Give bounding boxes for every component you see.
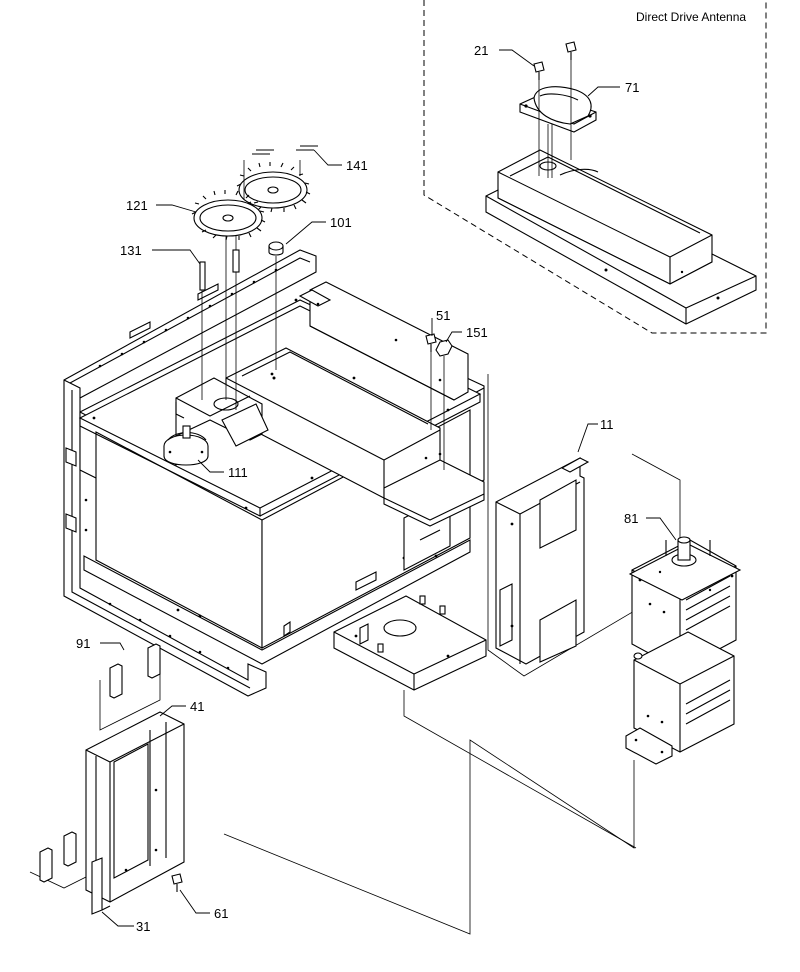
- inset-direct-drive-antenna: Direct Drive Antenna: [423, 0, 767, 334]
- waveguide-channel: [225, 347, 485, 527]
- callouts: 21 71 141 121 101 131 51 151 11 111 81 9…: [76, 43, 677, 934]
- pin-131: [199, 261, 206, 400]
- nut-151: [435, 339, 453, 470]
- pads-91: [99, 643, 161, 731]
- label-61: 61: [214, 906, 228, 921]
- label-41: 41: [190, 699, 204, 714]
- label-101: 101: [330, 215, 352, 230]
- antenna-housing: [485, 149, 757, 325]
- magnetron-81-top: [628, 536, 742, 671]
- magnetron-81-bottom: [625, 631, 735, 765]
- frame-31: [91, 857, 111, 915]
- label-21: 21: [474, 43, 488, 58]
- label-141: 141: [346, 158, 368, 173]
- label-91: 91: [76, 636, 90, 651]
- screw-upper: [565, 41, 577, 160]
- label-131: 131: [120, 243, 142, 258]
- label-111: 111: [228, 465, 248, 480]
- screw-21: [533, 61, 545, 176]
- hinge-bottom: [65, 513, 77, 533]
- label-51: 51: [436, 308, 450, 323]
- label-71: 71: [625, 80, 639, 95]
- bottom-plate: [333, 595, 637, 849]
- top-bracket-plate: [298, 281, 469, 401]
- assembly-link-line: [223, 739, 635, 935]
- label-151: 151: [466, 325, 488, 340]
- door-choke-41: [85, 711, 185, 903]
- gear-121: [191, 190, 266, 241]
- hinge-top: [65, 447, 77, 467]
- label-121: 121: [126, 198, 148, 213]
- antenna-motor-71: [519, 86, 597, 178]
- inset-border: [423, 0, 767, 334]
- label-11: 11: [600, 417, 614, 432]
- stirrer-motor-111: [163, 425, 209, 466]
- label-81: 81: [624, 511, 638, 526]
- label-31: 31: [136, 919, 150, 934]
- front-frame: [63, 249, 317, 697]
- gear-141: [236, 162, 311, 213]
- waveguide-11: [487, 374, 681, 677]
- stirrer-bracket: [175, 377, 269, 447]
- pads-lower: [29, 831, 101, 889]
- bushing-101: [268, 241, 284, 380]
- gear-spindles: [225, 145, 318, 410]
- screw-61: [171, 873, 183, 892]
- screw-51: [425, 333, 437, 430]
- inset-title: Direct Drive Antenna: [636, 10, 746, 24]
